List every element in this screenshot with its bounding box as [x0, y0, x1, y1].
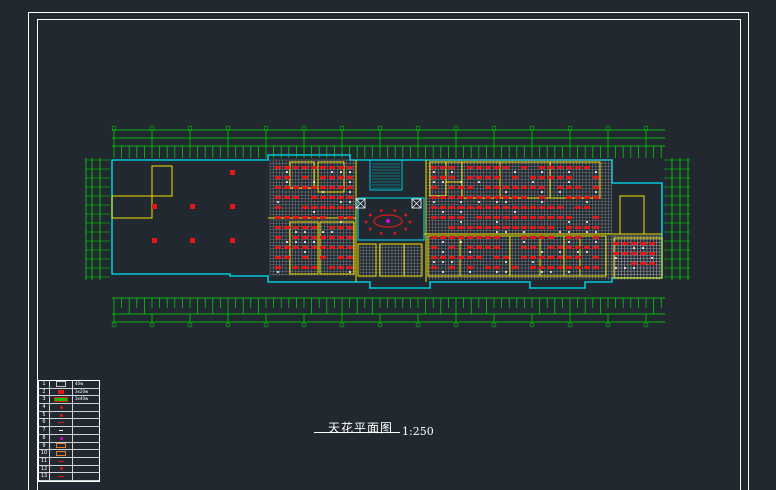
- legend-row: 1 40w: [39, 381, 99, 389]
- legend-row: 12: [39, 465, 99, 474]
- orange-box-icon: [50, 442, 73, 450]
- legend-number: 7: [39, 427, 50, 434]
- white-mark-icon: [50, 427, 73, 434]
- legend-text: 3x40w: [75, 396, 89, 402]
- legend-number: 11: [39, 457, 50, 465]
- legend-row: 13: [39, 473, 99, 481]
- legend-number: 12: [39, 465, 50, 473]
- orange-box-icon: [50, 450, 73, 457]
- legend-number: 6: [39, 419, 50, 427]
- red-dot-icon: [50, 465, 73, 473]
- legend-row: 2 3x20w: [39, 388, 99, 397]
- outer-sheet-border: [28, 12, 749, 490]
- legend-row: 8: [39, 434, 99, 443]
- legend-text: 3x20w: [75, 388, 89, 394]
- ceiling-grid: [269, 159, 662, 280]
- dimension-lines: [85, 125, 690, 328]
- legend-row: 5: [39, 411, 99, 420]
- grid-icon: [50, 381, 73, 388]
- red-square-icon: [50, 388, 73, 396]
- red-dot-icon: [50, 404, 73, 411]
- magenta-dot-icon: [50, 434, 73, 442]
- red-dash-icon: [50, 419, 73, 427]
- legend-number: 2: [39, 388, 50, 396]
- light-fixtures: [152, 166, 655, 273]
- legend-number: 10: [39, 450, 50, 457]
- legend-number: 9: [39, 442, 50, 450]
- legend-row: 11: [39, 457, 99, 466]
- legend-number: 3: [39, 396, 50, 404]
- legend-row: 9: [39, 442, 99, 451]
- legend-row: 3 3x40w: [39, 396, 99, 405]
- legend-row: 6: [39, 419, 99, 428]
- green-bar-icon: [50, 396, 73, 404]
- lobby-ceiling-feature: [355, 198, 422, 228]
- drawing-scale: 1:250: [402, 425, 434, 438]
- legend-row: 10: [39, 450, 99, 458]
- red-dot-icon: [50, 411, 73, 419]
- legend-number: 8: [39, 434, 50, 442]
- legend-row: 7: [39, 427, 99, 435]
- legend-number: 5: [39, 411, 50, 419]
- red-dash-icon: [50, 457, 73, 465]
- legend-number: 4: [39, 404, 50, 411]
- legend-number: 1: [39, 381, 50, 388]
- drawing-title: 天花平面图: [328, 421, 394, 435]
- legend-row: 4: [39, 404, 99, 412]
- title-underline: [314, 432, 400, 433]
- legend-number: 13: [39, 473, 50, 480]
- inner-sheet-border: [37, 19, 741, 490]
- red-dash-icon: [50, 473, 73, 480]
- legend-text: 40w: [75, 381, 84, 386]
